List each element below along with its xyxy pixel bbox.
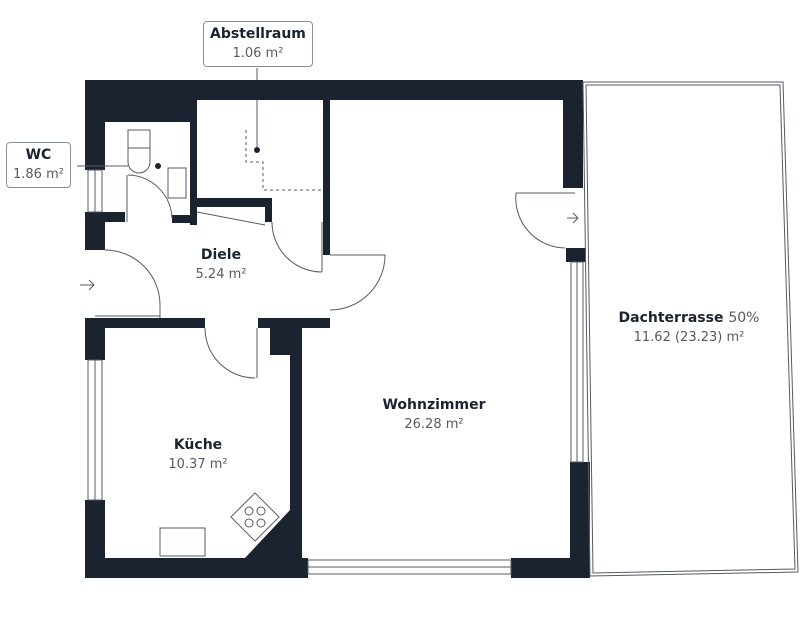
wc-label: WC 1.86 m² xyxy=(6,142,71,188)
room-name: WC xyxy=(25,147,52,163)
room-name: Diele xyxy=(200,247,242,263)
room-area: 1.06 m² xyxy=(232,46,284,61)
room-area: 1.86 m² xyxy=(13,167,64,182)
room-area: 11.62 (23.23) m² xyxy=(633,330,745,345)
room-name: Abstellraum xyxy=(210,26,306,42)
room-area: 5.24 m² xyxy=(195,267,247,282)
callout-dot xyxy=(155,163,161,169)
wohnzimmer-label: Wohnzimmer 26.28 m² xyxy=(382,395,485,435)
room-name: Dachterrasse xyxy=(618,310,724,326)
abstellraum-label: Abstellraum 1.06 m² xyxy=(203,21,313,67)
room-area: 26.28 m² xyxy=(404,417,464,432)
diele-label: Diele 5.24 m² xyxy=(196,245,247,285)
walls xyxy=(85,80,590,578)
room-area: 10.37 m² xyxy=(168,457,228,472)
dachterrasse-label: Dachterrasse 50% 11.62 (23.23) m² xyxy=(619,308,760,348)
room-name: Küche xyxy=(173,437,223,453)
fixtures xyxy=(77,68,799,577)
room-name: Wohnzimmer xyxy=(382,397,486,413)
kueche-label: Küche 10.37 m² xyxy=(168,435,227,475)
callout-dot xyxy=(254,147,260,153)
room-percent: 50% xyxy=(728,310,760,326)
